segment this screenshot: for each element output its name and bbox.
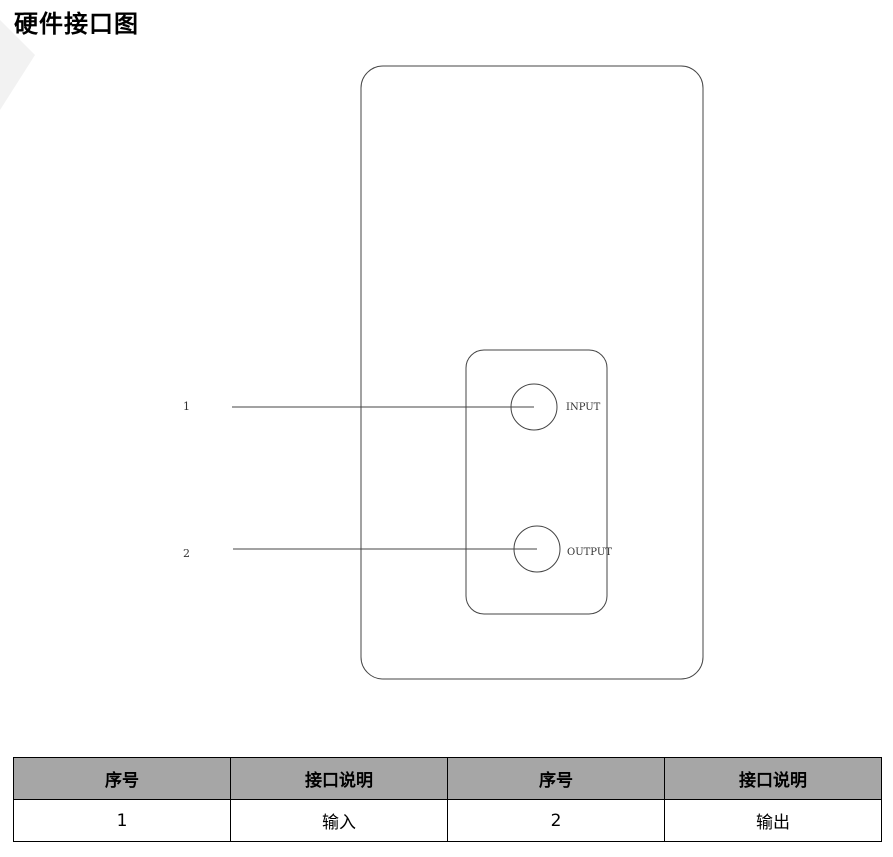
port-description-table: 序号 接口说明 序号 接口说明 1 输入 2 输出 — [13, 757, 882, 842]
connector-panel — [465, 349, 608, 615]
callout-number-2: 2 — [183, 547, 190, 560]
hardware-interface-diagram: 1 INPUT 2 OUTPUT — [183, 65, 704, 680]
header-number: 序号 — [447, 757, 665, 800]
cell-number: 2 — [447, 799, 665, 842]
cell-description: 输入 — [230, 799, 448, 842]
cell-description: 输出 — [664, 799, 882, 842]
header-description: 接口说明 — [664, 757, 882, 800]
input-port-label: INPUT — [566, 402, 601, 413]
device-outline — [360, 65, 704, 680]
table-header-row: 序号 接口说明 序号 接口说明 — [13, 757, 882, 800]
cell-number: 1 — [13, 799, 231, 842]
header-description: 接口说明 — [230, 757, 448, 800]
callout-number-1: 1 — [183, 400, 190, 413]
output-port-label: OUTPUT — [567, 547, 612, 558]
header-number: 序号 — [13, 757, 231, 800]
page-title: 硬件接口图 — [14, 10, 139, 38]
watermark-logo — [0, 20, 35, 110]
table-row: 1 输入 2 输出 — [13, 799, 882, 842]
